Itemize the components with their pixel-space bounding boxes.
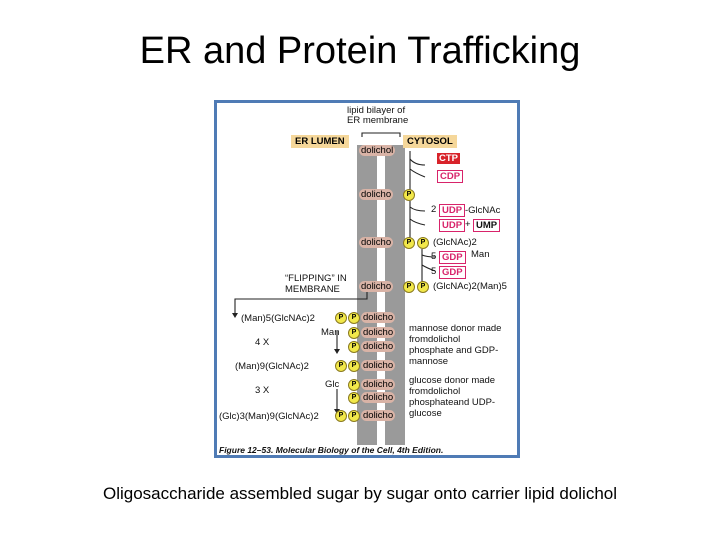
glc3-man9-glcnac2-label: (Glc)3(Man)9(GlcNAc)2 — [219, 411, 319, 422]
phosphate-icon: P — [403, 189, 415, 201]
man5-glcnac2-label: (Man)5(GlcNAc)2 — [241, 313, 315, 324]
phosphate-icon: P — [348, 360, 360, 372]
glucose-donor-note-3: phosphateand UDP- — [409, 397, 496, 408]
dolichol-lipid: dolicho — [359, 237, 394, 248]
glcnac-label: -GlcNAc — [465, 205, 501, 216]
slide-title: ER and Protein Trafficking — [139, 30, 581, 72]
phosphate-icon: P — [335, 360, 347, 372]
dolichol-lipid: dolicho — [361, 379, 396, 390]
phosphate-icon: P — [348, 379, 360, 391]
flipping-label-line-1: “FLIPPING” IN — [285, 273, 347, 284]
mannose-donor-note-4: mannose — [409, 356, 449, 367]
dolichol-lipid: dolicho — [361, 360, 396, 371]
gdp-count: 5 — [431, 266, 437, 277]
dolichol-lipid: dolicho — [359, 281, 394, 292]
phosphate-icon: P — [348, 312, 360, 324]
glc-donor-label: Glc — [325, 379, 340, 390]
phosphate-icon: P — [348, 327, 360, 339]
gdp-label: GDP — [439, 251, 466, 264]
er-lumen-label: ER LUMEN — [291, 135, 349, 148]
mannose-donor-note-3: phosphate and GDP- — [409, 345, 499, 356]
phosphate-icon: P — [348, 410, 360, 422]
three-times-label: 3 X — [255, 385, 270, 396]
phosphate-icon: P — [335, 410, 347, 422]
ump-label: UMP — [473, 219, 501, 232]
dolichol-pathway-figure: lipid bilayer of ER membrane ER LUMEN CY… — [214, 100, 520, 458]
four-times-label: 4 X — [255, 337, 270, 348]
glcnac2-man5-label: (GlcNAc)2(Man)5 — [433, 281, 507, 292]
phosphate-icon: P — [403, 237, 415, 249]
ctp-label: CTP — [437, 153, 460, 164]
phosphate-icon: P — [348, 392, 360, 404]
figure-source-caption: Figure 12–53. Molecular Biology of the C… — [219, 445, 444, 455]
dolichol-lipid: dolicho — [361, 341, 396, 352]
mannose-donor-note-2: fromdolichol — [409, 334, 461, 345]
glucose-donor-note-4: glucose — [409, 408, 442, 419]
slide-caption: Oligosaccharide assembled sugar by sugar… — [102, 484, 618, 503]
dolichol-lipid: dolicho — [361, 410, 396, 421]
mannose-donor-note-1: mannose donor made — [409, 323, 502, 334]
glucose-donor-note-2: fromdolichol — [409, 386, 461, 397]
phosphate-icon: P — [417, 281, 429, 293]
cdp-label: CDP — [437, 170, 464, 183]
udp-label: UDP — [439, 219, 466, 232]
man9-glcnac2-label: (Man)9(GlcNAc)2 — [235, 361, 309, 372]
phosphate-icon: P — [417, 237, 429, 249]
dolichol-lipid: dolicho — [359, 189, 394, 200]
phosphate-icon: P — [403, 281, 415, 293]
cytosol-label: CYTOSOL — [403, 135, 457, 148]
gdp-label: GDP — [439, 266, 466, 279]
bilayer-label-line-1: lipid bilayer of — [347, 105, 406, 116]
gdp-count: 5 — [431, 251, 437, 262]
phosphate-icon: P — [348, 341, 360, 353]
glcnac2-label: (GlcNAc)2 — [433, 237, 477, 248]
glucose-donor-note-1: glucose donor made — [409, 375, 496, 386]
plus-sign: + — [465, 219, 471, 230]
bilayer-label-line-2: ER membrane — [347, 115, 409, 126]
man-donor-label: Man — [321, 327, 340, 338]
phosphate-icon: P — [335, 312, 347, 324]
dolichol-lipid: dolicho — [361, 392, 396, 403]
dolichol-lipid: dolicho — [361, 312, 396, 323]
dolichol-lipid: dolicho — [361, 327, 396, 338]
flipping-label-line-2: MEMBRANE — [285, 284, 340, 295]
udp-count: 2 — [431, 204, 437, 215]
dolichol-lipid: dolichol — [359, 145, 396, 156]
man-label: Man — [471, 249, 490, 260]
udp-label: UDP — [439, 204, 466, 217]
